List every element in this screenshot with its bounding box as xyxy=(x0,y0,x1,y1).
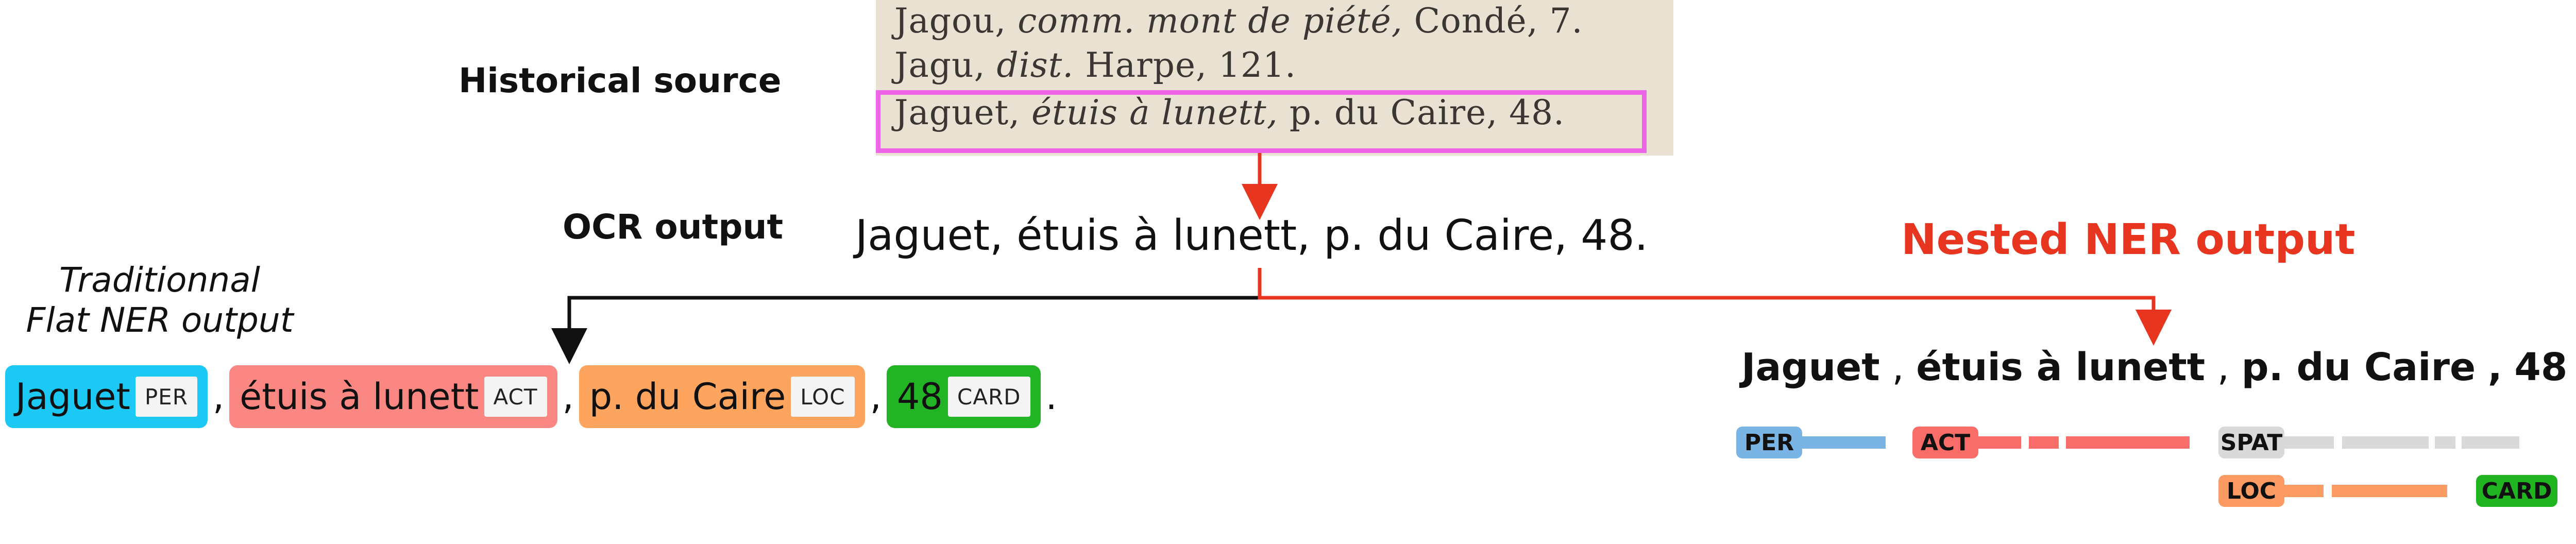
nested-ner-title: Nested NER output xyxy=(1901,215,2355,264)
arrow-ocr-to-nested xyxy=(1258,268,2172,346)
span-bar-spat xyxy=(2462,436,2519,449)
separator: , xyxy=(212,376,225,418)
ocr-text: Jaguet, étuis à lunett, p. du Caire, 48. xyxy=(855,211,1648,260)
span-bar-act xyxy=(2029,436,2059,449)
flat-ner-title: Traditionnal Flat NER output xyxy=(26,260,294,340)
separator: , xyxy=(870,376,882,418)
nested-tag-card: CARD xyxy=(2476,475,2557,507)
token: , xyxy=(2217,345,2230,389)
nested-tag-act: ACT xyxy=(1912,427,1978,458)
token: , xyxy=(2487,345,2502,389)
scan-line: Jagu, dist. Harpe, 121. xyxy=(894,45,1296,85)
highlight-box xyxy=(876,90,1647,153)
span-bar-loc xyxy=(2283,485,2324,497)
span-bar-act xyxy=(1977,436,2021,449)
token: étuis à lunett xyxy=(1916,345,2206,389)
token: 48 xyxy=(2514,345,2568,389)
token: p. du Caire xyxy=(2241,345,2476,389)
span-bar-spat xyxy=(2283,436,2334,449)
nested-tag-per: PER xyxy=(1736,427,1802,458)
token: Jaguet xyxy=(1741,345,1880,389)
entity-tag: PER xyxy=(135,377,197,417)
entity-tag: CARD xyxy=(947,377,1030,417)
arrow-ocr-to-flat xyxy=(551,268,1262,364)
entity-tag: ACT xyxy=(484,377,547,417)
span-bar-per xyxy=(1801,436,1886,449)
span-bar-spat xyxy=(2435,436,2455,449)
separator: . xyxy=(1045,376,1057,418)
scan-line: Jagou, comm. mont de piété, Condé, 7. xyxy=(894,1,1583,41)
ocr-output-label: OCR output xyxy=(563,207,784,247)
span-bar-spat xyxy=(2342,436,2429,449)
token: , xyxy=(1892,345,1904,389)
nested-ner-sentence: Jaguet , étuis à lunett , p. du Caire , … xyxy=(1741,345,2576,389)
historical-scan-image: Jagou, comm. mont de piété, Condé, 7. Ja… xyxy=(876,0,1673,156)
separator: , xyxy=(562,376,574,418)
span-bar-loc xyxy=(2332,485,2447,497)
historical-source-label: Historical source xyxy=(459,61,782,100)
nested-tag-spat: SPAT xyxy=(2218,427,2284,458)
entity-tag: LOC xyxy=(791,377,855,417)
nested-tag-loc: LOC xyxy=(2218,475,2284,507)
span-bar-act xyxy=(2066,436,2190,449)
scan-line-highlighted: Jaguet, étuis à lunett, p. du Caire, 48. xyxy=(894,93,1565,132)
